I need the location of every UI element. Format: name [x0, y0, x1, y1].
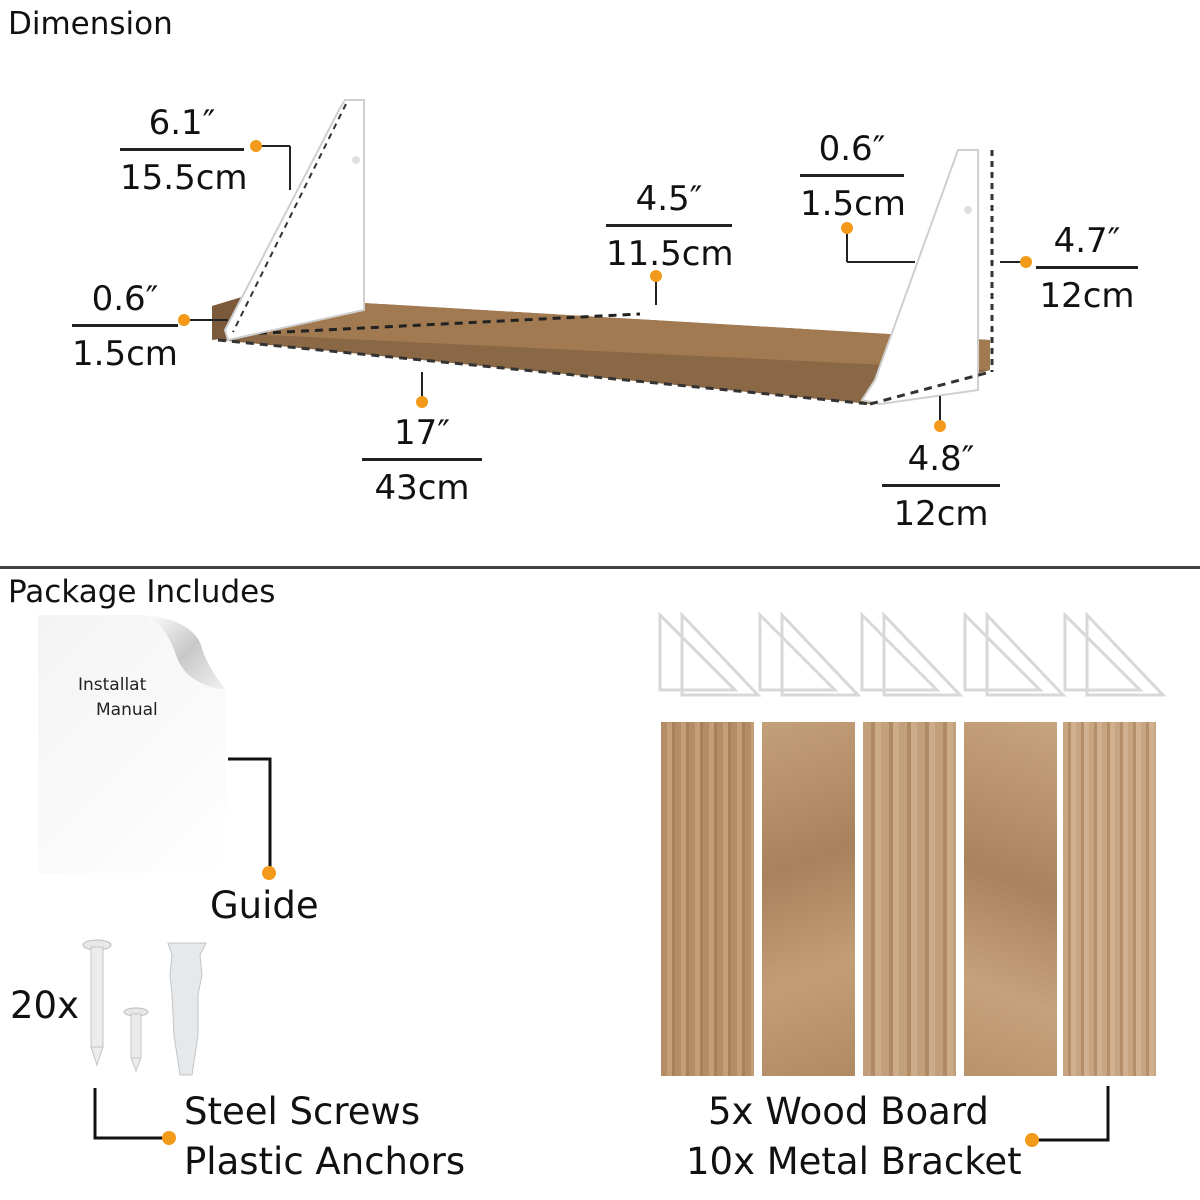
leader-dot — [416, 396, 428, 408]
metal-brackets-image — [658, 611, 1167, 697]
dim-board-length: 17″43cm — [362, 416, 482, 505]
hardware-leader — [93, 1088, 168, 1140]
boards-leader — [1034, 1086, 1110, 1142]
installation-manual-image: Installat Manual — [38, 615, 226, 873]
page-curl-icon — [146, 615, 226, 690]
section-divider — [0, 566, 1200, 569]
leader-dot — [650, 270, 662, 282]
leader-dot — [250, 140, 262, 152]
wood-board — [1063, 722, 1156, 1076]
wood-board — [964, 722, 1057, 1076]
shelves-line2: 10x Metal Bracket — [686, 1140, 1022, 1183]
dim-board-thickness: 0.6″1.5cm — [72, 279, 178, 374]
dim-bracket-spacing: 4.5″11.5cm — [606, 179, 734, 274]
wood-board — [863, 722, 956, 1076]
package-title: Package Includes — [8, 574, 276, 610]
manual-text-line1: Installat — [78, 675, 147, 695]
leader-dot — [262, 866, 276, 880]
leader-dot — [1020, 256, 1032, 268]
leader-dot — [1025, 1133, 1039, 1147]
guide-caption: Guide — [210, 884, 319, 927]
leader-dot — [934, 420, 946, 432]
screws-anchors-image — [82, 939, 207, 1076]
wood-board — [661, 722, 754, 1076]
dim-bracket-height: 4.7″12cm — [1036, 224, 1138, 313]
hardware-line1: Steel Screws — [184, 1090, 421, 1133]
dim-board-depth: 4.8″12cm — [882, 442, 1000, 531]
shelf-illustration — [184, 99, 1025, 425]
leader-dot — [178, 314, 190, 326]
leader-dot — [162, 1131, 176, 1145]
hardware-count: 20x — [10, 984, 79, 1027]
dim-bracket-length: 6.1″15.5cm — [120, 103, 248, 198]
dim-bracket-width: 0.6″1.5cm — [800, 129, 906, 224]
shelves-line1: 5x Wood Board — [708, 1090, 989, 1133]
wood-board — [762, 722, 855, 1076]
dimension-title: Dimension — [8, 6, 173, 42]
manual-text-line2: Manual — [96, 700, 158, 720]
guide-leader — [228, 757, 272, 873]
leader-dot — [841, 222, 853, 234]
hardware-line2: Plastic Anchors — [184, 1140, 466, 1183]
